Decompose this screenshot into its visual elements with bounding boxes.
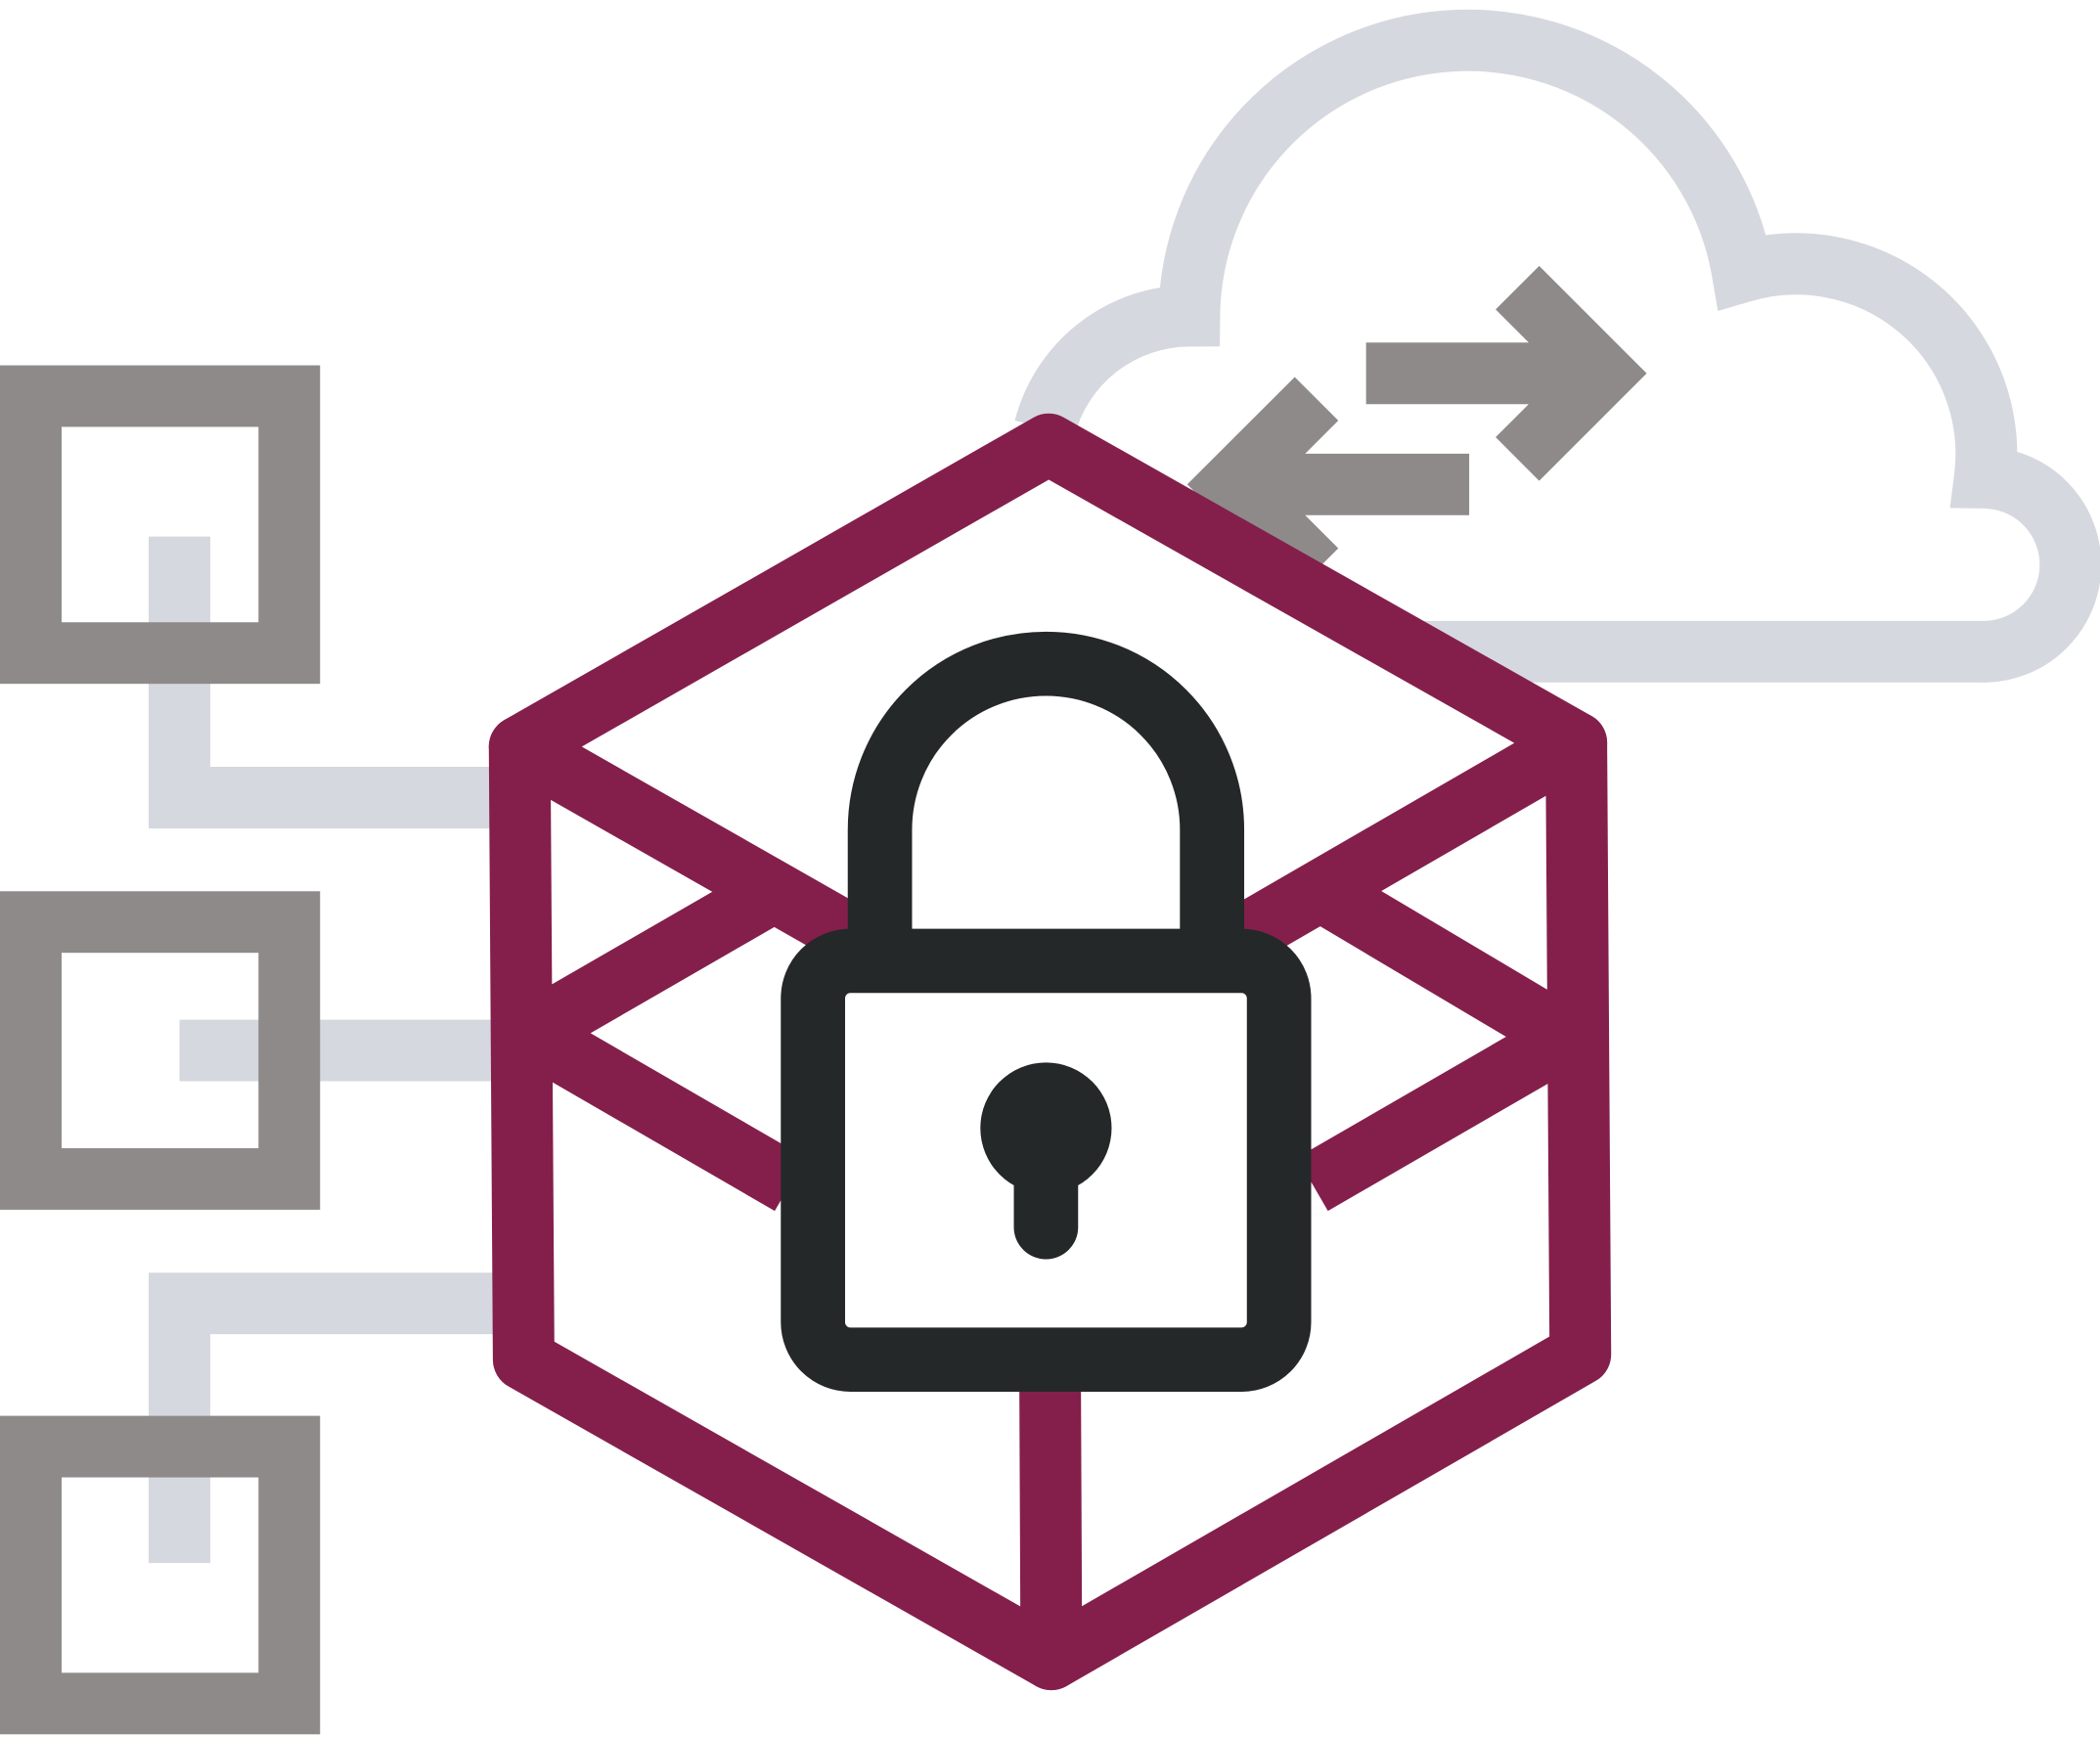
data-block-icon xyxy=(0,891,321,1210)
cloud-icon xyxy=(1014,9,2100,683)
connector-lines xyxy=(148,536,523,1564)
data-blocks xyxy=(0,365,321,1735)
padlock-shackle xyxy=(847,631,1245,964)
data-block-icon xyxy=(0,1415,321,1735)
keyhole-icon xyxy=(980,1062,1112,1194)
cube-left-fold xyxy=(498,867,806,1212)
arrow-left-icon xyxy=(1186,377,1470,593)
transfer-arrows-icon xyxy=(1186,265,1647,593)
cube-right-fold xyxy=(1297,867,1598,1212)
data-block-icon xyxy=(0,365,321,685)
arrow-right-icon xyxy=(1365,265,1647,481)
padlock-icon xyxy=(781,631,1312,1392)
